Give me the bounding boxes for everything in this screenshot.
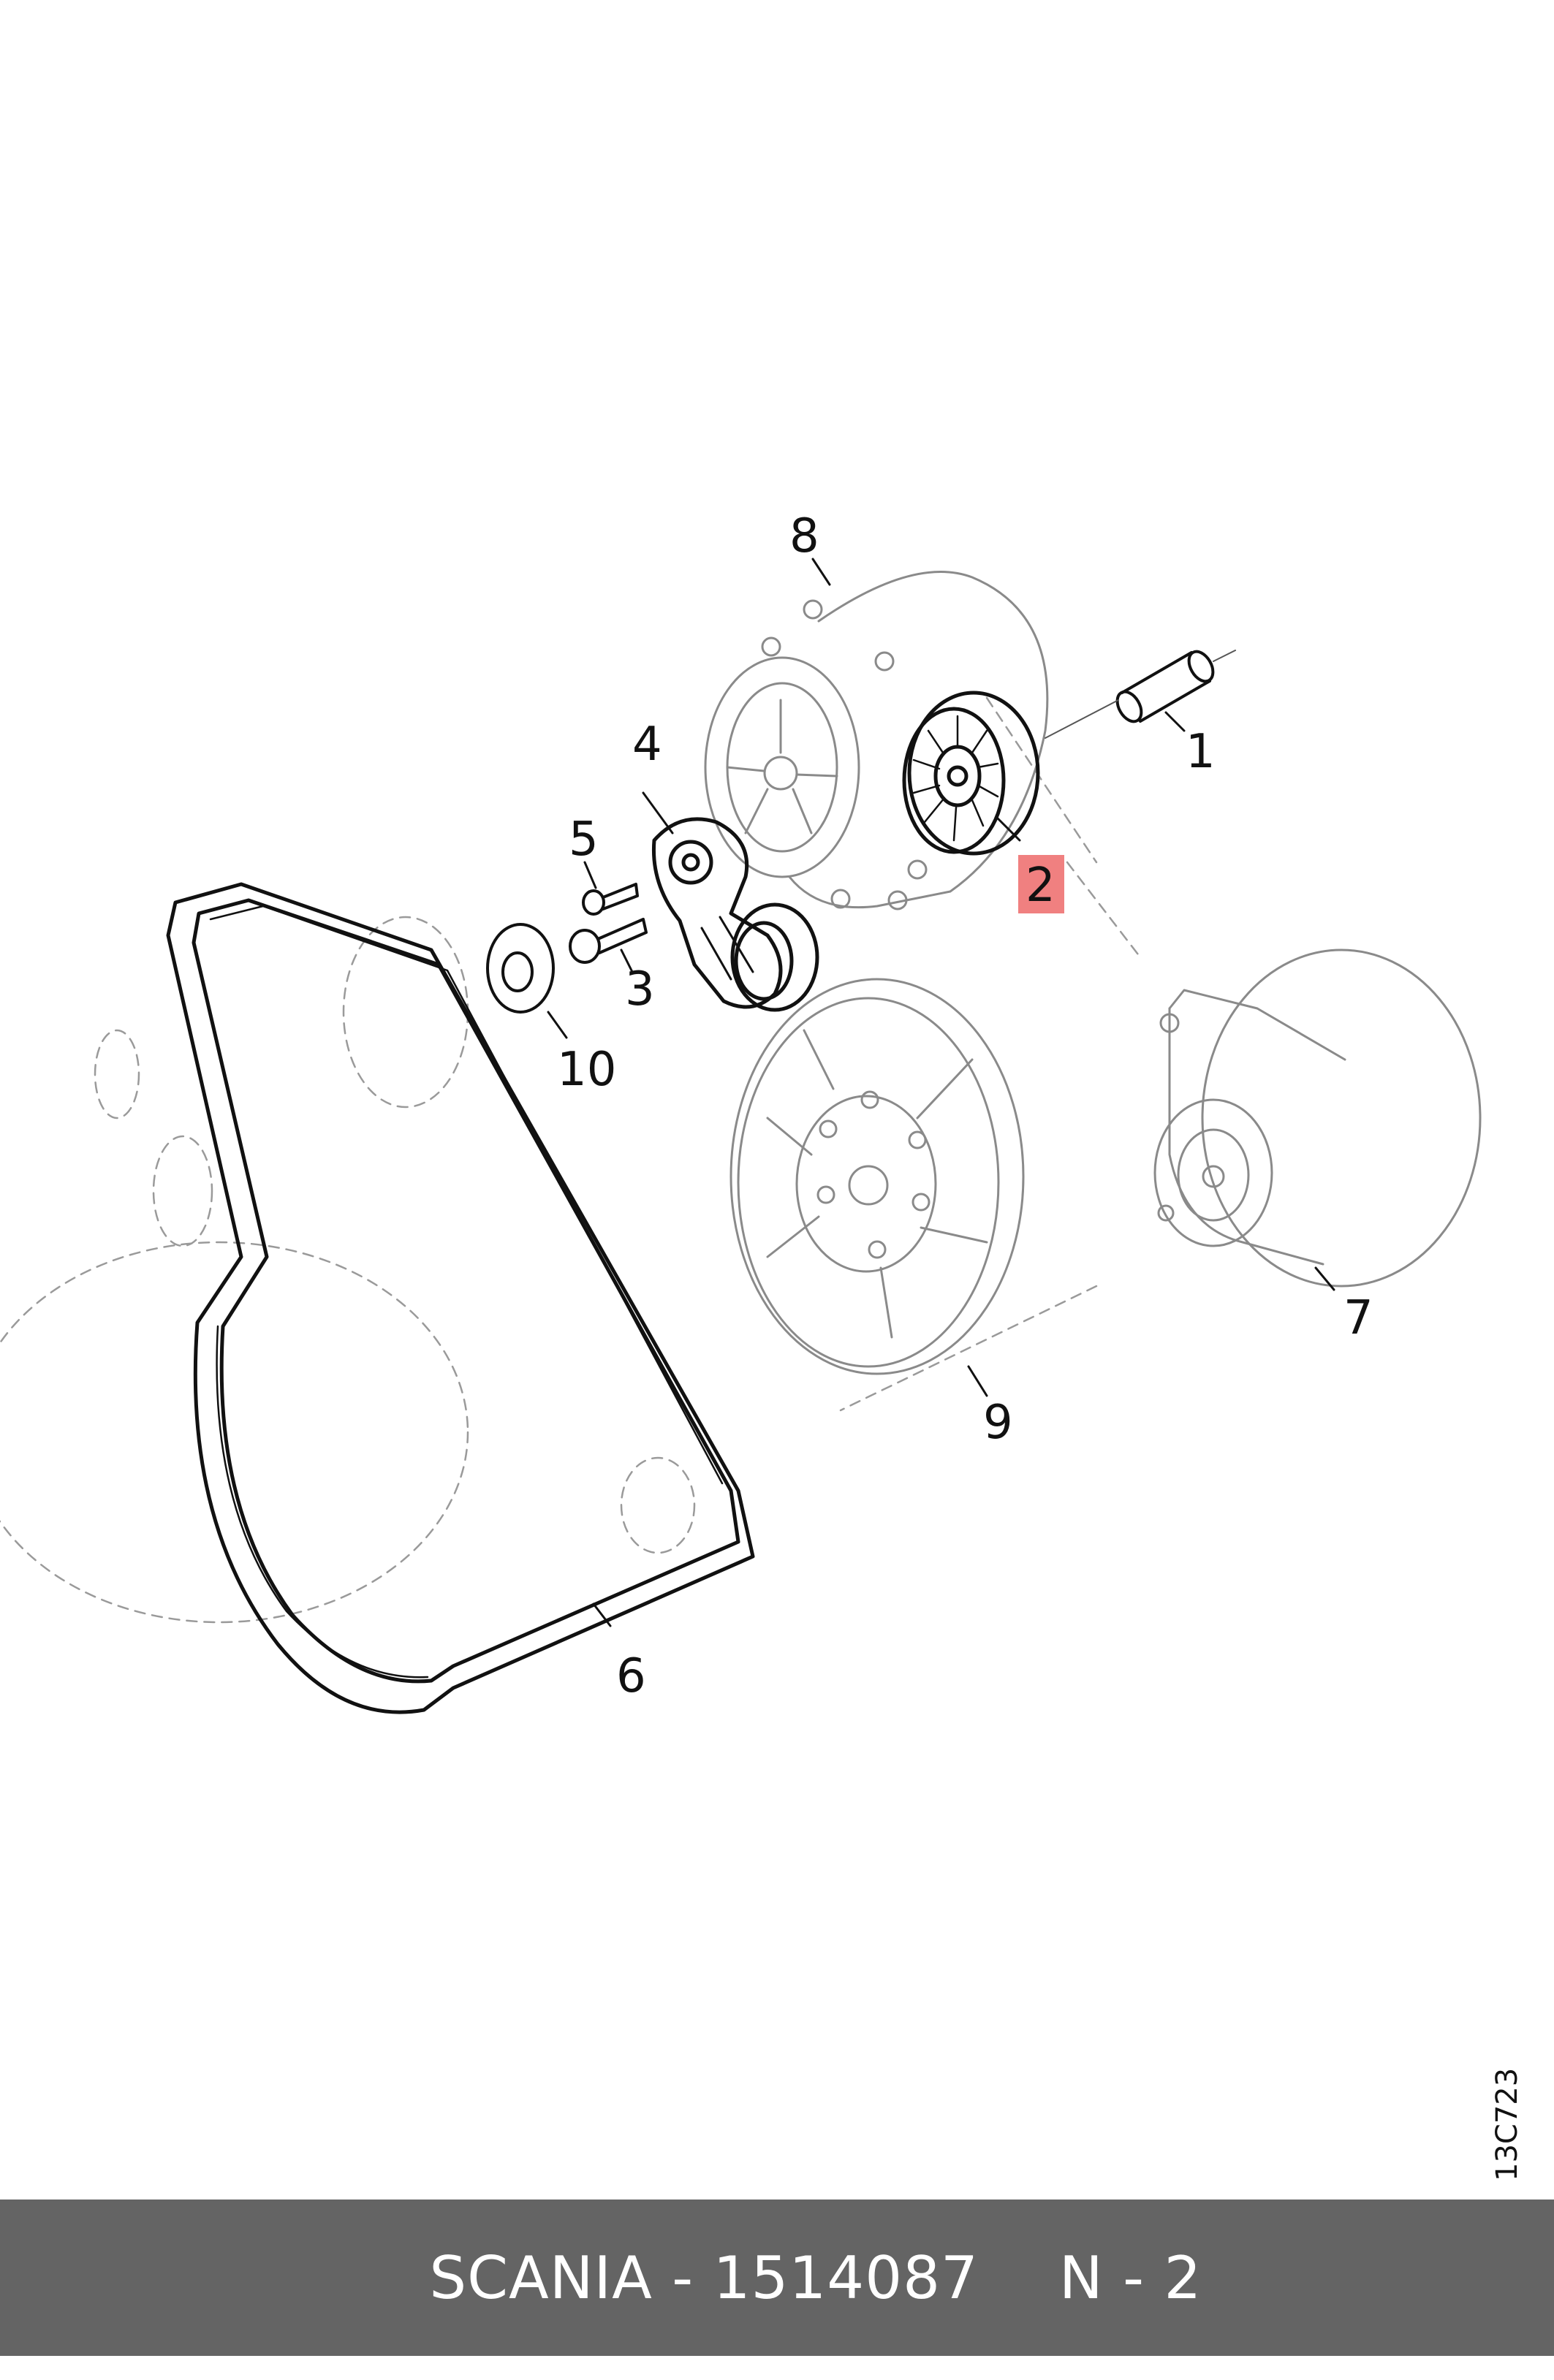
long-bolt: [569, 918, 648, 964]
exploded-parts-diagram: 1 2 3 4 5 6 7 8 9 10 13C723: [0, 509, 1524, 2181]
callout-4: 4: [632, 718, 662, 772]
callout-5: 5: [569, 813, 599, 867]
footer-bar: SCANIA - 1514087 N - 2: [0, 2200, 1554, 2356]
alternator: [1153, 948, 1482, 1288]
leader-lines: [547, 558, 1335, 1627]
idler-pulley: [902, 691, 1040, 856]
washer: [486, 923, 555, 1014]
drawing-code: 13C723: [1490, 2068, 1524, 2181]
callout-9: 9: [983, 1396, 1013, 1450]
part-number-text: SCANIA - 1514087: [429, 2243, 979, 2312]
highlight-box: [1018, 855, 1064, 913]
position-text: N - 2: [1058, 2243, 1202, 2312]
callout-10: 10: [557, 1043, 616, 1097]
engine-outline: [0, 696, 1142, 1624]
callout-1: 1: [1186, 725, 1216, 779]
callout-7: 7: [1343, 1291, 1373, 1345]
small-bolt: [582, 883, 639, 916]
callout-labels: 1 2 3 4 5 6 7 8 9 10: [557, 509, 1373, 1703]
belt-tensioner: [651, 817, 819, 1012]
footer-caption: SCANIA - 1514087 N - 2: [352, 2176, 1202, 2380]
crankshaft-pulley: [729, 978, 1025, 1375]
callout-3: 3: [625, 962, 655, 1016]
water-pump-housing: [704, 571, 1049, 910]
callout-2: 2: [1026, 859, 1055, 913]
poly-v-belt: [166, 882, 755, 1714]
callout-6: 6: [616, 1649, 646, 1703]
spacer-sleeve: [1045, 650, 1236, 739]
callout-8: 8: [789, 509, 819, 563]
